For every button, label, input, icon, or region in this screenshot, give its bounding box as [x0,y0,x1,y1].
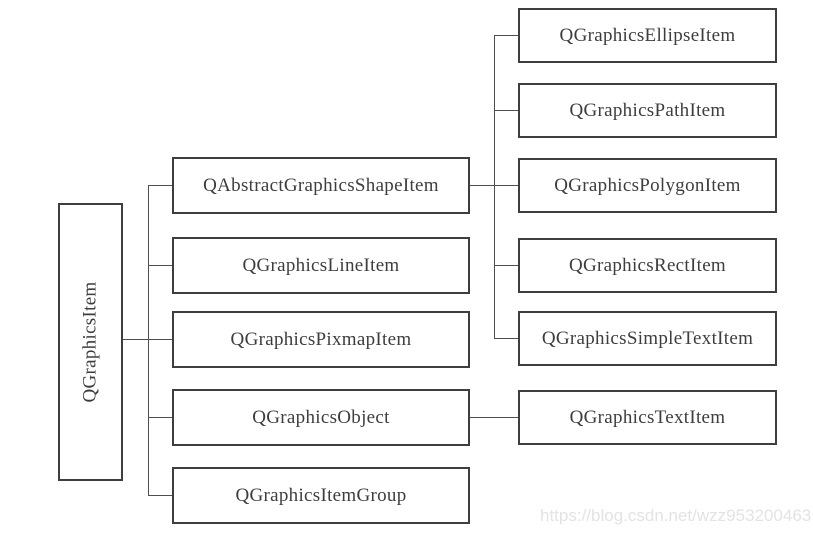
class-label: QGraphicsPixmapItem [230,328,412,350]
class-box-qabstractgraphicsshapeitem: QAbstractGraphicsShapeItem [172,157,470,214]
connector-stub-lineitem [148,265,172,266]
class-label: QGraphicsSimpleTextItem [541,327,754,349]
class-box-qgraphicstextitem: QGraphicsTextItem [518,390,777,445]
class-label: QGraphicsItemGroup [235,484,407,506]
class-label: QGraphicsItem [79,281,101,403]
class-box-qgraphicslineitem: QGraphicsLineItem [172,237,470,294]
connector-stub-ellipseitem [494,35,518,36]
connector-left-trunk [148,185,149,496]
class-box-qgraphicsrectitem: QGraphicsRectItem [518,238,777,293]
class-label: QGraphicsPathItem [569,99,726,121]
class-label: QGraphicsObject [252,406,390,428]
class-box-qgraphicspathitem: QGraphicsPathItem [518,83,777,138]
connector-stub-itemgroup [148,495,172,496]
watermark-url: https://blog.csdn.net/wzz953200463 [540,506,812,525]
connector-object-to-textitem [470,417,518,418]
class-box-qgraphicspolygonitem: QGraphicsPolygonItem [518,158,777,213]
connector-stub-object [148,417,172,418]
class-box-qgraphicssimpletextitem: QGraphicsSimpleTextItem [518,311,777,366]
connector-stub-pathitem [494,110,518,111]
class-box-qgraphicspixmapitem: QGraphicsPixmapItem [172,311,470,368]
class-label: QGraphicsTextItem [569,406,726,428]
class-box-qgraphicsitem: QGraphicsItem [58,203,123,481]
class-box-qgraphicsobject: QGraphicsObject [172,389,470,446]
class-label: QGraphicsLineItem [242,254,400,276]
class-box-qgraphicsitemgroup: QGraphicsItemGroup [172,467,470,524]
class-label: QAbstractGraphicsShapeItem [203,174,439,196]
class-label: QGraphicsRectItem [568,254,727,276]
connector-root-to-trunk [123,339,172,340]
connector-stub-simpletextitem [494,338,518,339]
class-label: QGraphicsPolygonItem [554,174,741,196]
class-box-qgraphicsellipseitem: QGraphicsEllipseItem [518,8,777,63]
class-label: QGraphicsEllipseItem [559,24,736,46]
connector-stub-shapeitem [148,185,172,186]
connector-stub-rectitem [494,265,518,266]
connector-right-trunk [494,35,495,339]
